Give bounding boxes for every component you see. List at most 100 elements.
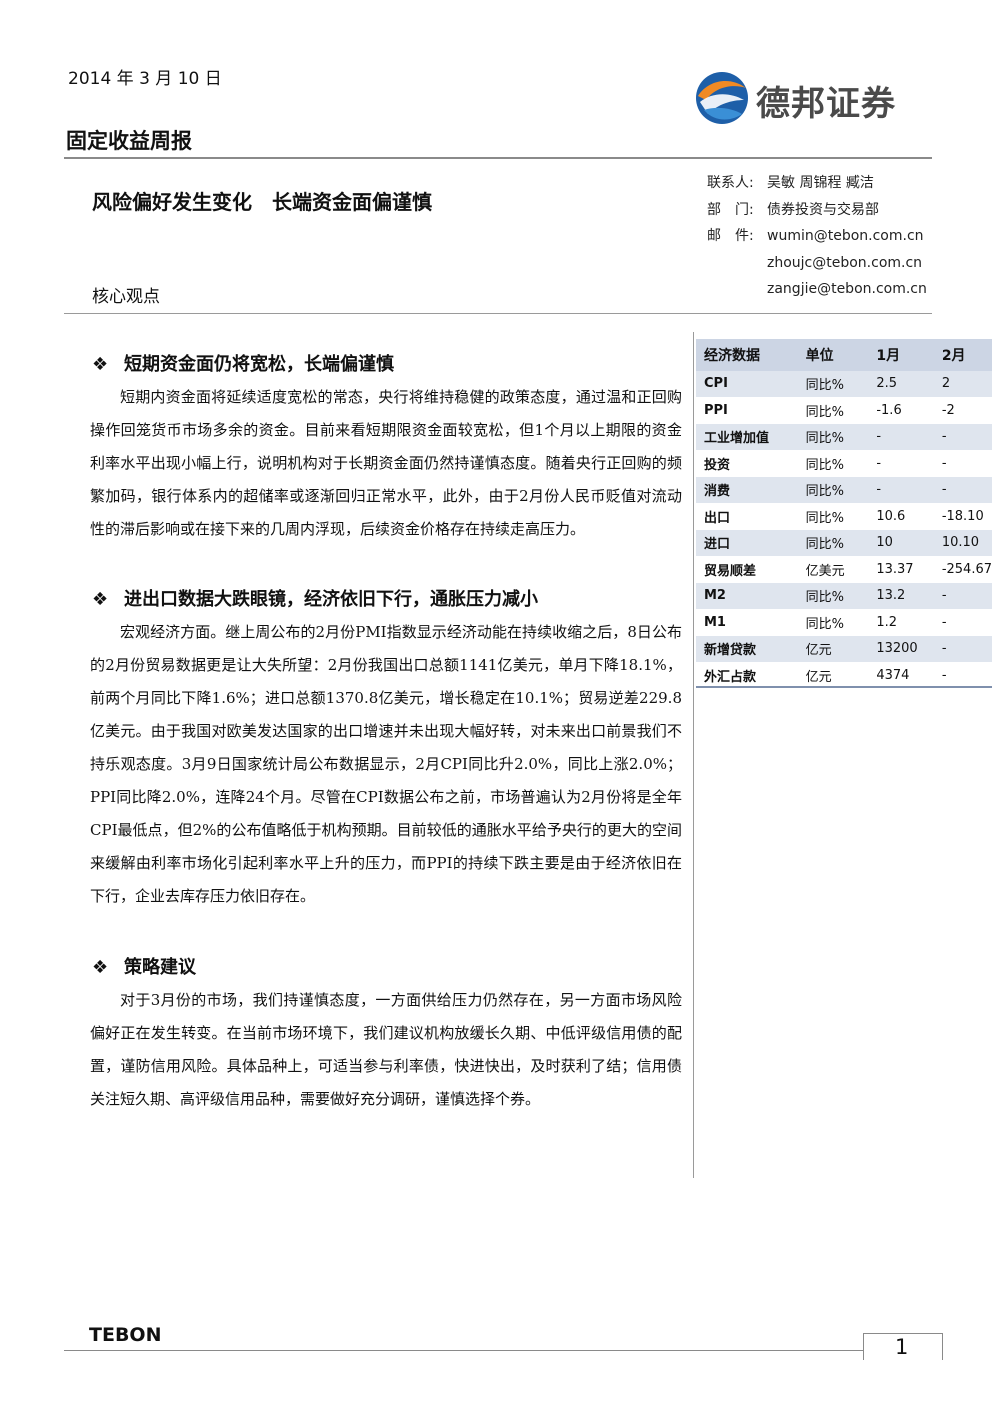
table-cell: 同比% xyxy=(797,476,869,504)
table-cell: 贸易顺差 xyxy=(696,556,798,583)
table-cell: PPI xyxy=(696,397,798,424)
section-heading: ❖ 策略建议 xyxy=(92,953,196,979)
email-link[interactable]: wumin@tebon.com.cn xyxy=(767,228,924,244)
table-cell: - xyxy=(933,476,992,504)
table-cell: - xyxy=(933,450,992,477)
table-cell: 工业增加值 xyxy=(696,423,798,451)
table-cell: 亿元 xyxy=(797,662,869,689)
table-cell: - xyxy=(933,662,992,689)
table-row: 消费同比%-- xyxy=(696,476,992,504)
table-cell: 同比% xyxy=(797,423,869,451)
contact-people-label: 联系人: xyxy=(707,175,754,191)
table-cell: - xyxy=(933,635,992,663)
contact-email-label: 邮 件: xyxy=(707,228,754,244)
table-cell: 13200 xyxy=(868,635,934,663)
table-cell: 同比% xyxy=(797,371,869,398)
table-cell: 10 xyxy=(868,529,934,557)
table-cell: 同比% xyxy=(797,582,869,610)
section-paragraph: 宏观经济方面。继上周公布的2月份PMI指数显示经济动能在持续收缩之后，8日公布的… xyxy=(90,623,682,905)
table-cell: CPI xyxy=(696,371,798,398)
table-bottom-rule xyxy=(696,686,992,688)
table-cell: 亿元 xyxy=(797,635,869,663)
diamond-bullet-icon: ❖ xyxy=(92,589,109,610)
core-views-label: 核心观点 xyxy=(92,287,160,307)
table-row: 投资同比%-- xyxy=(696,450,992,477)
contact-email-row: 邮 件: wumin@tebon.com.cn xyxy=(707,223,927,250)
table-cell: -18.10 xyxy=(933,503,992,530)
table-cell: 投资 xyxy=(696,450,798,477)
contact-dept: 债券投资与交易部 xyxy=(767,201,879,218)
core-divider xyxy=(64,313,932,314)
logo-emblem-icon xyxy=(696,72,748,124)
column-divider xyxy=(693,332,694,1178)
report-headline: 风险偏好发生变化 长端资金面偏谨慎 xyxy=(92,190,432,214)
email-link[interactable]: zhoujc@tebon.com.cn xyxy=(767,254,923,271)
table-cell: -254.67 xyxy=(933,556,992,583)
table-cell: 同比% xyxy=(797,609,869,636)
table-cell: - xyxy=(868,423,934,451)
table-row: 工业增加值同比%-- xyxy=(696,423,992,451)
table-cell: -2 xyxy=(933,397,992,424)
table-cell: 外汇占款 xyxy=(696,662,798,689)
table-cell: 亿美元 xyxy=(797,556,869,583)
diamond-bullet-icon: ❖ xyxy=(92,957,109,978)
report-type-title: 固定收益周报 xyxy=(66,129,192,153)
table-cell: 1.2 xyxy=(868,609,934,636)
column-header: 经济数据 xyxy=(696,339,798,371)
table-cell: - xyxy=(933,582,992,610)
table-header-row: 经济数据 单位 1月 2月 xyxy=(696,339,992,371)
table-cell: -1.6 xyxy=(868,397,934,424)
logo-wordmark: 德邦证券 xyxy=(756,84,896,124)
table-cell: 进口 xyxy=(696,529,798,557)
contact-email-row: zangjie@tebon.com.cn xyxy=(707,276,927,303)
table-cell: 2.5 xyxy=(868,371,934,398)
column-header: 2月 xyxy=(933,339,992,371)
column-header: 1月 xyxy=(868,339,934,371)
contact-dept-label: 部 门: xyxy=(707,201,754,218)
table-cell: 13.37 xyxy=(868,556,934,583)
section-title: 短期资金面仍将宽松，长端偏谨慎 xyxy=(124,354,394,375)
section-paragraph: 对于3月份的市场，我们持谨慎态度，一方面供给压力仍然存在，另一方面市场风险偏好正… xyxy=(90,991,682,1108)
section-title: 进出口数据大跌眼镜，经济依旧下行，通胀压力减小 xyxy=(124,589,538,610)
table-cell: 同比% xyxy=(797,529,869,557)
footer-divider xyxy=(64,1350,864,1351)
table-cell: 消费 xyxy=(696,476,798,504)
contact-block: 联系人: 吴敏 周锦程 臧洁 部 门: 债券投资与交易部 邮 件: wumin@teb… xyxy=(707,170,927,303)
contact-dept-row: 部 门: 债券投资与交易部 xyxy=(707,197,927,224)
table-cell: 4374 xyxy=(868,662,934,689)
table-cell: 同比% xyxy=(797,450,869,477)
table-cell: - xyxy=(868,476,934,504)
table-cell: 出口 xyxy=(696,503,798,530)
table-cell: M1 xyxy=(696,609,798,636)
email-link[interactable]: zangjie@tebon.com.cn xyxy=(767,281,927,297)
contact-people: 吴敏 周锦程 臧洁 xyxy=(767,175,874,191)
section-paragraph: 短期内资金面将延续适度宽松的常态，央行将维持稳健的政策态度，通过温和正回购操作回… xyxy=(90,388,682,538)
table-cell: 同比% xyxy=(797,397,869,424)
table-cell: 10.6 xyxy=(868,503,934,530)
column-header: 单位 xyxy=(797,339,869,371)
company-logo: 德邦证券 xyxy=(694,70,914,128)
table-cell: - xyxy=(868,450,934,477)
diamond-bullet-icon: ❖ xyxy=(92,354,109,375)
section-heading: ❖ 进出口数据大跌眼镜，经济依旧下行，通胀压力减小 xyxy=(92,585,538,611)
footer-brand: TEBON xyxy=(89,1324,162,1346)
page-number: 1 xyxy=(895,1335,909,1359)
table-cell: - xyxy=(933,423,992,451)
table-cell: - xyxy=(933,609,992,636)
section-heading: ❖ 短期资金面仍将宽松，长端偏谨慎 xyxy=(92,350,394,376)
table-cell: 2 xyxy=(933,371,992,398)
page-number-box xyxy=(863,1333,943,1360)
table-cell: 13.2 xyxy=(868,582,934,610)
section-title: 策略建议 xyxy=(124,957,196,978)
report-date: 2014 年 3 月 10 日 xyxy=(68,69,222,89)
header-divider xyxy=(64,157,932,159)
